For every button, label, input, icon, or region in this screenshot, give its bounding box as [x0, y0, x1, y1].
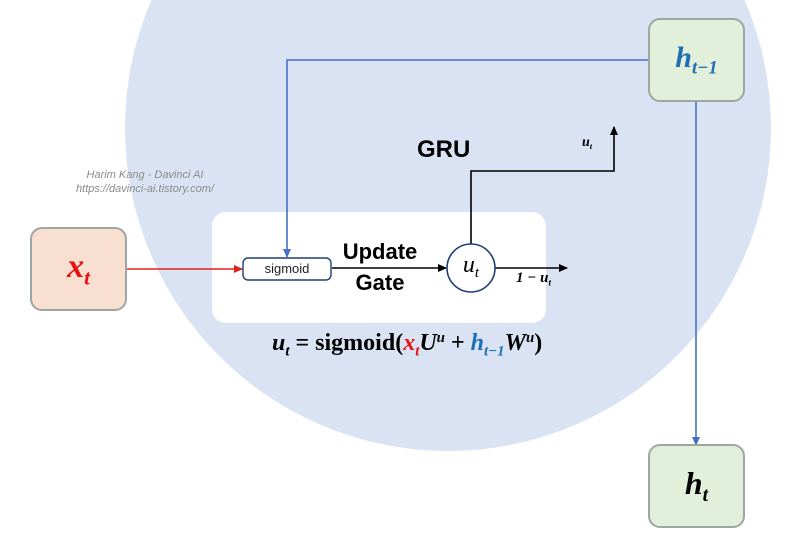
watermark-url: https://davinci-ai.tistory.com/ — [76, 183, 214, 195]
update-gate-line1: Update — [342, 239, 418, 264]
h-prev-node: ht−1 — [648, 18, 745, 102]
h-t-node: ht — [648, 444, 745, 528]
diagram-title: GRU — [417, 136, 471, 163]
sigmoid-box-rect — [242, 257, 332, 281]
u-up-output-line — [470, 126, 618, 244]
u-up-output-label: ut — [582, 135, 593, 152]
update-gate-equation: ut = sigmoid(xtUu + ht−1Wu) — [272, 330, 543, 360]
x-t-node: xt — [30, 227, 127, 311]
x-t-label: xt — [67, 247, 90, 290]
u-node-circle — [446, 243, 496, 293]
watermark-author: Harim Kang - Davinci AI — [86, 169, 204, 181]
update-gate-label: Update Gate — [330, 236, 430, 298]
u-complement-output-label: 1 − ut — [516, 270, 552, 289]
update-gate-line2: Gate — [355, 270, 405, 295]
h-t-label: ht — [684, 465, 709, 506]
sigmoid-label: sigmoid — [264, 261, 310, 276]
watermark: Harim Kang - Davinci AI https://davinci-… — [60, 168, 230, 196]
h-prev-to-sigmoid-line — [283, 59, 648, 258]
h-prev-label: ht−1 — [675, 40, 718, 79]
u-node-label: ut — [462, 252, 480, 282]
